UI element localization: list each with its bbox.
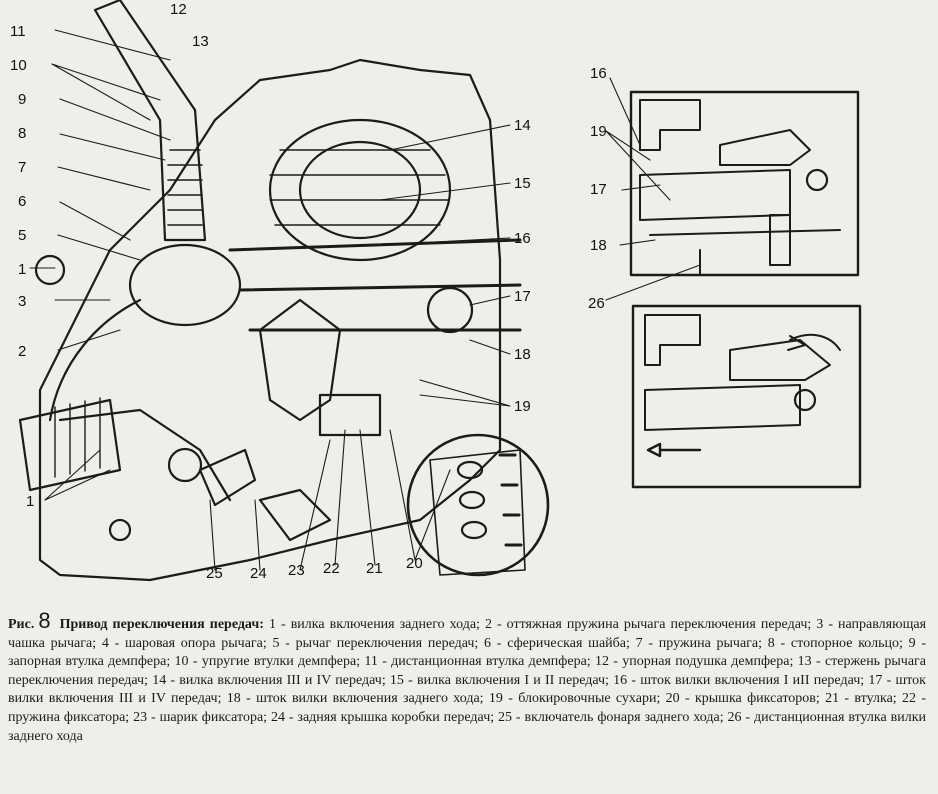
caption-number: 8 <box>38 608 51 633</box>
detail-callout-16: 16 <box>590 65 607 82</box>
callout-16: 16 <box>514 230 531 247</box>
callout-18: 18 <box>514 346 531 363</box>
bolt-lower <box>167 447 203 483</box>
screw <box>108 518 132 542</box>
gear-pack-inner <box>298 140 422 240</box>
ball-support <box>128 243 242 327</box>
detail-callout-26: 26 <box>588 295 605 312</box>
detail-top-frame <box>629 90 860 277</box>
callout-3: 3 <box>18 293 27 310</box>
detent-block <box>318 393 382 437</box>
reverse-fork <box>48 298 232 502</box>
detail-callout-19: 19 <box>590 123 607 140</box>
housing-outline <box>38 58 502 582</box>
callout-8: 8 <box>18 125 27 142</box>
detail-callout-17: 17 <box>590 181 607 198</box>
callout-14: 14 <box>514 117 531 134</box>
callout-1-bottom: 1 <box>26 493 35 510</box>
callout-10: 10 <box>10 57 27 74</box>
callout-7: 7 <box>18 159 27 176</box>
technical-drawing <box>18 0 862 582</box>
figure-caption: Рис.8 Привод переключения передач: 1 - в… <box>8 610 927 792</box>
callout-17: 17 <box>514 288 531 305</box>
callout-5: 5 <box>18 227 27 244</box>
callout-12: 12 <box>170 1 187 18</box>
caption-text: 1 - вилка включения заднего хода; 2 - от… <box>8 617 927 744</box>
shift-rods <box>228 238 522 332</box>
detent-inset <box>406 433 550 577</box>
rod-end <box>426 286 474 334</box>
callout-13: 13 <box>192 33 209 50</box>
callout-1-top: 1 <box>18 261 27 278</box>
rear-cover <box>258 488 332 542</box>
shift-lever <box>93 0 207 242</box>
callout-2: 2 <box>18 343 27 360</box>
callout-9: 9 <box>18 91 27 108</box>
callout-21: 21 <box>366 560 383 577</box>
reverse-light-switch <box>198 448 257 507</box>
callout-19: 19 <box>514 398 531 415</box>
bolt-left <box>34 254 66 286</box>
callout-24: 24 <box>250 565 267 582</box>
detail-callout-18: 18 <box>590 237 607 254</box>
callout-6: 6 <box>18 193 27 210</box>
callout-23: 23 <box>288 562 305 579</box>
gear-pack <box>268 118 452 262</box>
callout-11: 11 <box>10 23 26 40</box>
gear-shift-drawing: 12 11 13 10 9 8 7 6 5 1 3 2 1 14 15 16 1… <box>10 0 862 582</box>
caption-label: Рис. <box>8 617 35 632</box>
callout-15: 15 <box>514 175 531 192</box>
shift-fork <box>258 298 342 422</box>
callout-22: 22 <box>323 560 340 577</box>
detail-bottom-frame <box>631 304 862 489</box>
input-shaft <box>18 398 122 492</box>
callout-25: 25 <box>206 565 223 582</box>
caption-title: Привод переключения передач: <box>59 617 264 632</box>
callout-20: 20 <box>406 555 423 572</box>
